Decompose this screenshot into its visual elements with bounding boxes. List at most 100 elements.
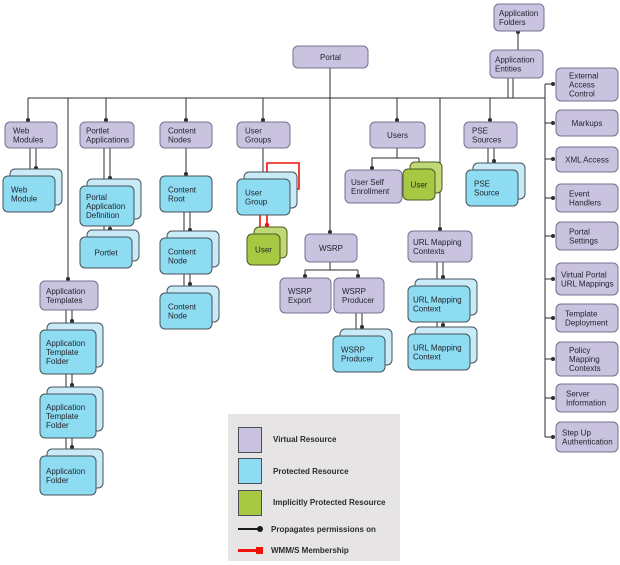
connector-arrowhead xyxy=(551,396,555,400)
xml-access-box xyxy=(555,146,619,173)
content-node-2-box xyxy=(159,292,213,330)
users-label: Users xyxy=(387,131,408,140)
connector-arrowhead xyxy=(328,230,332,234)
web-modules-box xyxy=(4,121,58,149)
virtual-resource-swatch xyxy=(238,426,262,453)
wsrp-producer-virtual-box xyxy=(333,277,385,314)
user-under-users-box xyxy=(402,168,436,201)
connector-arrowhead xyxy=(441,323,445,327)
connector-arrowhead xyxy=(492,159,496,163)
pse-sources-box xyxy=(463,121,518,149)
connector-arrowhead xyxy=(70,383,74,387)
connector-arrowhead xyxy=(551,196,555,200)
legend-label: Propagates permissions on xyxy=(271,524,376,534)
connector-arrowhead xyxy=(370,166,374,170)
connector-arrowhead xyxy=(356,274,360,278)
legend-item-protected: Protected Resource xyxy=(238,455,400,486)
legend-item-propagates: Propagates permissions on xyxy=(238,518,400,539)
user-under-users-label: User xyxy=(411,181,428,190)
connector-arrowhead xyxy=(184,118,188,122)
application-template-folder-2-box xyxy=(39,393,97,439)
connector-arrowhead xyxy=(303,274,307,278)
portal-label: Portal xyxy=(320,53,341,62)
content-node-1-box xyxy=(159,237,213,275)
portlet-box xyxy=(79,236,133,269)
url-mapping-context-2-box xyxy=(407,333,471,371)
black-arrow-icon xyxy=(238,526,263,533)
connector-arrowhead xyxy=(551,121,555,125)
markups-box xyxy=(555,109,619,137)
implicitly-protected-resource-swatch xyxy=(238,489,262,516)
external-access-control-box xyxy=(555,67,619,102)
legend-label: WMM/S Membership xyxy=(271,545,349,555)
connector-arrowhead xyxy=(70,445,74,449)
legend-panel: Virtual Resource Protected Resource Impl… xyxy=(228,414,400,561)
xml-access-label: XML Access xyxy=(565,156,609,165)
legend-item-virtual: Virtual Resource xyxy=(238,424,400,455)
step-up-authentication-box xyxy=(555,421,619,453)
connector-arrowhead xyxy=(551,316,555,320)
user-groups-box xyxy=(236,121,291,149)
wsrp-box xyxy=(304,233,358,263)
wsrp-producer-box xyxy=(332,335,386,373)
application-templates-box xyxy=(39,280,99,311)
connector-arrowhead xyxy=(261,118,265,122)
legend-item-implicit: Implicitly Protected Resource xyxy=(238,487,400,518)
connector-arrowhead xyxy=(551,435,555,439)
connector-arrowhead xyxy=(551,234,555,238)
template-deployment-box xyxy=(555,303,619,333)
user-under-group-label: User xyxy=(255,246,272,255)
connector-arrowhead xyxy=(66,277,70,281)
connector-arrowhead xyxy=(264,222,270,228)
user-self-enrollment-box xyxy=(344,169,403,204)
permission-connector xyxy=(371,157,419,168)
connector-arrowhead xyxy=(551,82,555,86)
user-group-box xyxy=(236,178,291,216)
connector-arrowhead xyxy=(104,118,108,122)
permission-connector xyxy=(304,269,358,276)
users-box xyxy=(369,121,426,149)
connector-arrowhead xyxy=(551,357,555,361)
portlet-label: Portlet xyxy=(94,249,118,258)
connector-arrowhead xyxy=(70,319,74,323)
server-information-box xyxy=(555,383,619,413)
connector-arrowhead xyxy=(188,282,192,286)
web-module-box xyxy=(2,175,56,213)
wsrp-label: WSRP xyxy=(319,244,343,253)
application-entities-box xyxy=(489,49,544,79)
connector-arrowhead xyxy=(184,172,188,176)
red-arrow-icon xyxy=(238,546,263,554)
markups-label: Markups xyxy=(572,119,603,128)
virtual-portal-url-mappings-box xyxy=(555,262,619,296)
legend-label: Implicitly Protected Resource xyxy=(273,498,386,508)
protected-resource-swatch xyxy=(238,458,262,485)
